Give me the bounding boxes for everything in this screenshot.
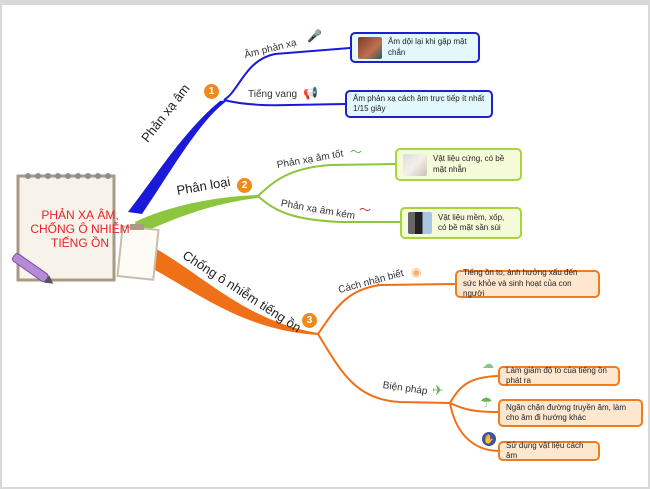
branch-3b-2	[449, 402, 499, 413]
trend-up-icon: 〜	[350, 145, 363, 159]
cloud-rain-icon: ☁	[482, 357, 494, 371]
branch-2-trunk	[135, 195, 258, 235]
branch-badge-1: 1	[204, 84, 219, 99]
branch-2a	[257, 163, 396, 197]
central-title-line: CHỐNG Ô NHIỄM	[30, 222, 130, 236]
branch-3b-1	[449, 375, 499, 404]
note-am-phan-xa[interactable]: Âm dội lại khi gặp mặt chắn	[350, 32, 480, 63]
note-cach-nhan-biet[interactable]: Tiếng ồn to, ảnh hưởng xấu đến sức khỏe …	[455, 268, 600, 299]
note-text: Âm phản xạ cách âm trực tiếp ít nhất 1/1…	[353, 93, 485, 113]
branch-1b	[223, 99, 346, 107]
central-title-line: PHẢN XẠ ÂM,	[41, 208, 119, 222]
note-bien-phap-1[interactable]: Làm giảm độ to của tiếng ồn phát ra	[498, 366, 620, 386]
note-text: Vật liệu cứng, có bề mặt nhẵn	[433, 154, 505, 174]
central-topic[interactable]: PHẢN XẠ ÂM, CHỐNG Ô NHIỄM TIẾNG ỒN	[28, 208, 132, 250]
note-text: Tiếng ồn to, ảnh hưởng xấu đến sức khỏe …	[463, 268, 578, 299]
note-text: Sử dụng vật liệu cách âm	[506, 440, 584, 460]
note-text: Âm dội lại khi gặp mặt chắn	[388, 37, 467, 57]
eye-icon: ◉	[411, 265, 422, 279]
notepad-icon	[16, 173, 160, 282]
note-tieng-vang[interactable]: Âm phản xạ cách âm trực tiếp ít nhất 1/1…	[345, 90, 493, 118]
room-image	[403, 153, 427, 176]
note-bien-phap-3[interactable]: Sử dụng vật liệu cách âm	[498, 441, 600, 461]
microphone-icon: 🎤	[307, 29, 322, 43]
central-title-line: TIẾNG ỒN	[50, 236, 109, 250]
branch-badge-2: 2	[237, 178, 252, 193]
note-phan-xa-am-kem[interactable]: Vật liệu mềm, xốp, có bề mặt sần sùi	[400, 207, 522, 239]
note-phan-xa-am-tot[interactable]: Vật liệu cứng, có bề mặt nhẵn	[395, 148, 522, 181]
umbrella-icon: ☂	[480, 394, 493, 410]
cave-image	[358, 36, 382, 59]
airplane-icon: ✈	[432, 382, 444, 398]
note-text: Làm giảm độ to của tiếng ồn phát ra	[506, 365, 607, 385]
materials-image	[408, 212, 432, 234]
topic-tieng-vang[interactable]: Tiếng vang	[248, 89, 298, 100]
note-text: Ngăn chặn đường truyền âm, làm cho âm đi…	[506, 402, 626, 422]
branch-3b	[317, 333, 451, 404]
pen-icon	[12, 253, 54, 284]
hand-icon: ✋	[482, 432, 496, 446]
megaphone-icon: 📢	[303, 86, 318, 100]
trend-down-icon: 〜	[359, 203, 372, 217]
branch-3b-3	[449, 402, 499, 452]
branch-1-trunk	[128, 100, 228, 214]
branch-2b	[257, 195, 400, 223]
branch-3a	[317, 283, 456, 335]
note-bien-phap-2[interactable]: Ngăn chặn đường truyền âm, làm cho âm đi…	[498, 399, 643, 427]
branch-1a	[223, 47, 351, 101]
note-text: Vật liệu mềm, xốp, có bề mặt sần sùi	[438, 212, 505, 232]
branch-badge-3: 3	[302, 313, 317, 328]
